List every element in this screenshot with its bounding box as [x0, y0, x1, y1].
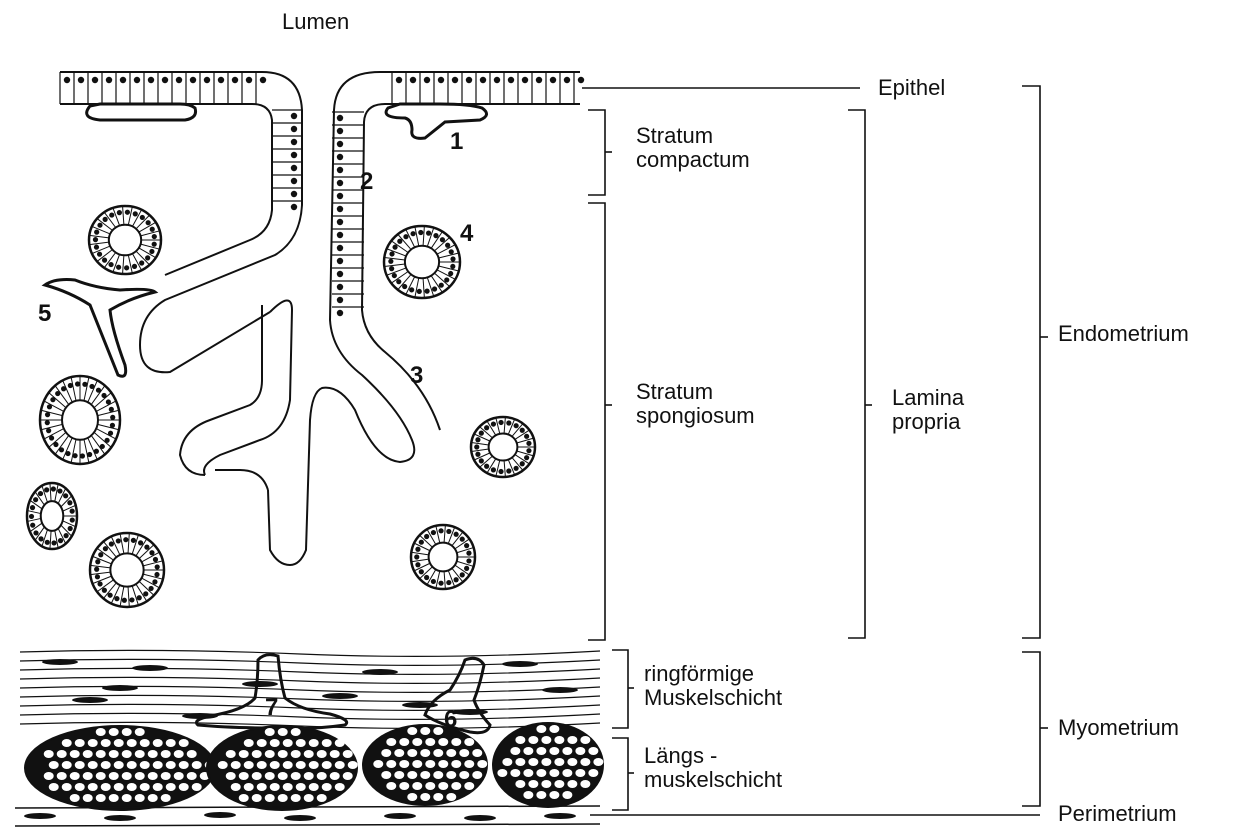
longitudinal-muscle-bundles [25, 723, 603, 810]
epithel-label: Epithel [878, 76, 945, 100]
gland-cross-sections [27, 206, 535, 607]
myometrium-label: Myometrium [1058, 716, 1179, 740]
laengs-label: Längs - muskelschicht [644, 744, 782, 792]
marker-7: 7 [265, 694, 278, 722]
marker-1: 1 [450, 128, 463, 156]
tortuous-gland [180, 300, 292, 490]
stratum-compactum-label: Stratum compactum [636, 124, 750, 172]
marker-2: 2 [360, 168, 373, 196]
marker-4: 4 [460, 220, 473, 248]
vessel-6 [425, 658, 490, 732]
marker-5: 5 [38, 300, 51, 328]
perimetrium-label: Perimetrium [1058, 802, 1177, 826]
ringfoermige-label: ringförmige Muskelschicht [644, 662, 782, 710]
marker-6: 6 [444, 706, 457, 734]
lumen-label: Lumen [282, 10, 349, 34]
surface-epithelium-right [268, 72, 580, 565]
marker-3: 3 [410, 362, 423, 390]
lamina-propria-label: Lamina propria [892, 386, 964, 434]
vessel-5 [45, 280, 155, 377]
stratum-spongiosum-label: Stratum spongiosum [636, 380, 755, 428]
epithelium-cells-left [60, 72, 302, 210]
endometrium-label: Endometrium [1058, 322, 1189, 346]
vessel-1 [87, 104, 487, 138]
